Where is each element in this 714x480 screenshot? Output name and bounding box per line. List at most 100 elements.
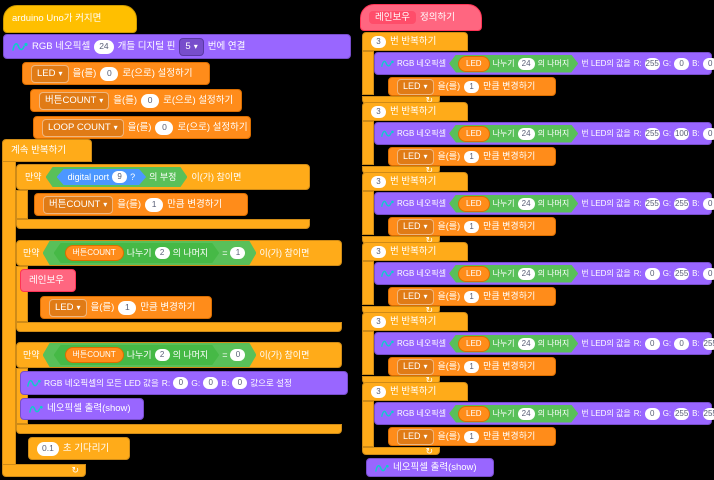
forever-loop-block[interactable]: 계속 반복하기 — [2, 139, 92, 162]
change-led-block[interactable]: LED 을(를) 1 만큼 변경하기 — [388, 217, 556, 236]
set-variable-loopcount-block[interactable]: LOOP COUNT 을(를) 0 로(으로) 설정하기 — [33, 116, 251, 139]
change-led-block[interactable]: LED 을(를) 1 만큼 변경하기 — [388, 287, 556, 306]
g-input[interactable]: 0 — [674, 57, 690, 70]
value-input[interactable]: 0 — [155, 120, 174, 135]
repeat-block[interactable]: 3 번 반복하기 — [362, 102, 468, 121]
repeat-count-input[interactable]: 3 — [371, 315, 386, 328]
g-input[interactable]: 255 — [674, 267, 690, 280]
b-input[interactable]: 0 — [702, 267, 714, 280]
change-led-block[interactable]: LED 을(를) 1 만큼 변경하기 — [388, 147, 556, 166]
r-input[interactable]: 0 — [644, 337, 660, 350]
value-input[interactable]: 1 — [464, 360, 480, 373]
if-count-odd-block[interactable]: 만약 버튼COUNT 나누기 2 의 나머지 = 1 이(가) 참이면 — [16, 240, 342, 266]
b-input[interactable]: 255 — [702, 407, 714, 420]
variable-reporter-buttoncount[interactable]: 버튼COUNT — [65, 347, 124, 363]
g-input[interactable]: 100 — [674, 127, 690, 140]
g-input[interactable]: 255 — [674, 407, 690, 420]
value-input[interactable]: 1 — [464, 220, 480, 233]
r-input[interactable]: 0 — [644, 267, 660, 280]
r-input[interactable]: 0 — [173, 377, 189, 389]
compare-value-input[interactable]: 0 — [230, 349, 245, 361]
variable-dropdown[interactable]: LED — [397, 78, 434, 95]
repeat-block[interactable]: 3 번 반복하기 — [362, 32, 468, 51]
change-buttoncount-block[interactable]: 버튼COUNT 을(를) 1 만큼 변경하기 — [34, 193, 248, 216]
divisor-input[interactable]: 24 — [518, 58, 535, 70]
r-input[interactable]: 255 — [644, 127, 660, 140]
b-input[interactable]: 0 — [702, 197, 714, 210]
value-input[interactable]: 0 — [141, 93, 160, 108]
variable-reporter-led[interactable]: LED — [458, 196, 490, 212]
variable-reporter-buttoncount[interactable]: 버튼COUNT — [65, 245, 124, 261]
mod-operator[interactable]: LED 나누기 24 의 나머지 — [449, 55, 578, 73]
variable-dropdown[interactable]: LED — [397, 218, 434, 235]
repeat-block[interactable]: 3 번 반복하기 — [362, 382, 468, 401]
mod-operator[interactable]: LED 나누기 24 의 나머지 — [449, 195, 578, 213]
divisor-input[interactable]: 24 — [518, 128, 535, 140]
variable-dropdown[interactable]: 버튼COUNT — [43, 195, 114, 214]
variable-dropdown[interactable]: LED — [397, 288, 434, 305]
divisor-input[interactable]: 24 — [518, 268, 535, 280]
wait-seconds-input[interactable]: 0.1 — [37, 441, 59, 456]
mod-operator[interactable]: LED 나누기 24 의 나머지 — [449, 265, 578, 283]
value-input[interactable]: 1 — [464, 80, 480, 93]
not-operator[interactable]: digital port 9 ? 의 부정 — [46, 167, 188, 187]
change-led-block[interactable]: LED 을(를) 1 만큼 변경하기 — [40, 296, 212, 319]
r-input[interactable]: 0 — [644, 407, 660, 420]
b-input[interactable]: 0 — [232, 377, 248, 389]
repeat-count-input[interactable]: 3 — [371, 385, 386, 398]
neopixel-show-block[interactable]: 네오픽셀 출력(show) — [20, 398, 144, 420]
b-input[interactable]: 255 — [702, 337, 714, 350]
mod-operator[interactable]: LED 나누기 24 의 나머지 — [449, 125, 578, 143]
port-input[interactable]: 9 — [112, 171, 127, 183]
change-led-block[interactable]: LED 을(를) 1 만큼 변경하기 — [388, 357, 556, 376]
neopixel-set-all-block[interactable]: RGB 네오픽셀의 모든 LED 값을 R: 0 G: 0 B: 0 값으로 설… — [20, 371, 348, 395]
if-count-even-block[interactable]: 만약 버튼COUNT 나누기 2 의 나머지 = 0 이(가) 참이면 — [16, 342, 342, 368]
value-input[interactable]: 1 — [464, 290, 480, 303]
variable-dropdown[interactable]: LED — [31, 64, 69, 83]
g-input[interactable]: 0 — [203, 377, 219, 389]
neopixel-set-pixel-block[interactable]: RGB 네오픽셀 LED 나누기 24 의 나머지 번 LED의 값을 R: 0… — [374, 402, 714, 425]
variable-dropdown[interactable]: LED — [397, 358, 434, 375]
repeat-count-input[interactable]: 3 — [371, 105, 386, 118]
repeat-block[interactable]: 3 번 반복하기 — [362, 242, 468, 261]
mod-operator[interactable]: 버튼COUNT 나누기 2 의 나머지 — [54, 345, 220, 365]
variable-dropdown[interactable]: LOOP COUNT — [42, 118, 124, 137]
b-input[interactable]: 0 — [702, 127, 714, 140]
set-variable-led-block[interactable]: LED 을(를) 0 로(으로) 설정하기 — [22, 62, 210, 85]
neopixel-set-pixel-block[interactable]: RGB 네오픽셀 LED 나누기 24 의 나머지 번 LED의 값을 R: 2… — [374, 192, 714, 215]
equals-operator[interactable]: 버튼COUNT 나누기 2 의 나머지 = 0 — [43, 343, 257, 367]
neopixel-connect-block[interactable]: RGB 네오픽셀 24 개들 디지털 핀 5 번에 연결 — [3, 34, 351, 59]
value-input[interactable]: 1 — [464, 430, 480, 443]
variable-dropdown[interactable]: LED — [49, 298, 87, 317]
change-led-block[interactable]: LED 을(를) 1 만큼 변경하기 — [388, 427, 556, 446]
if-button-pressed-block[interactable]: 만약 digital port 9 ? 의 부정 이(가) 참이면 — [16, 164, 310, 190]
divisor-input[interactable]: 24 — [518, 198, 535, 210]
value-input[interactable]: 1 — [145, 197, 164, 212]
set-variable-buttoncount-block[interactable]: 버튼COUNT 을(를) 0 로(으로) 설정하기 — [30, 89, 242, 112]
digital-port-boolean[interactable]: digital port 9 ? — [57, 169, 147, 185]
divisor-input[interactable]: 2 — [155, 349, 170, 361]
mod-operator[interactable]: LED 나누기 24 의 나머지 — [449, 335, 578, 353]
variable-reporter-led[interactable]: LED — [458, 56, 490, 72]
neopixel-show-block[interactable]: 네오픽셀 출력(show) — [366, 458, 494, 477]
led-count-input[interactable]: 24 — [94, 39, 114, 54]
repeat-block[interactable]: 3 번 반복하기 — [362, 312, 468, 331]
repeat-count-input[interactable]: 3 — [371, 175, 386, 188]
variable-dropdown[interactable]: 버튼COUNT — [39, 91, 110, 110]
variable-dropdown[interactable]: LED — [397, 148, 434, 165]
g-input[interactable]: 255 — [674, 197, 690, 210]
neopixel-set-pixel-block[interactable]: RGB 네오픽셀 LED 나누기 24 의 나머지 번 LED의 값을 R: 2… — [374, 52, 714, 75]
define-rainbow-hat-block[interactable]: 레인보우 정의하기 — [360, 4, 482, 31]
arduino-start-hat-block[interactable]: arduino Uno가 커지면 — [3, 5, 137, 33]
wait-block[interactable]: 0.1 초 기다리기 — [28, 437, 130, 460]
divisor-input[interactable]: 24 — [518, 408, 535, 420]
value-input[interactable]: 0 — [100, 66, 119, 81]
compare-value-input[interactable]: 1 — [230, 247, 245, 259]
neopixel-set-pixel-block[interactable]: RGB 네오픽셀 LED 나누기 24 의 나머지 번 LED의 값을 R: 0… — [374, 262, 714, 285]
g-input[interactable]: 0 — [674, 337, 690, 350]
r-input[interactable]: 255 — [644, 57, 660, 70]
equals-operator[interactable]: 버튼COUNT 나누기 2 의 나머지 = 1 — [43, 241, 257, 265]
value-input[interactable]: 1 — [464, 150, 480, 163]
variable-reporter-led[interactable]: LED — [458, 126, 490, 142]
change-led-block[interactable]: LED 을(를) 1 만큼 변경하기 — [388, 77, 556, 96]
